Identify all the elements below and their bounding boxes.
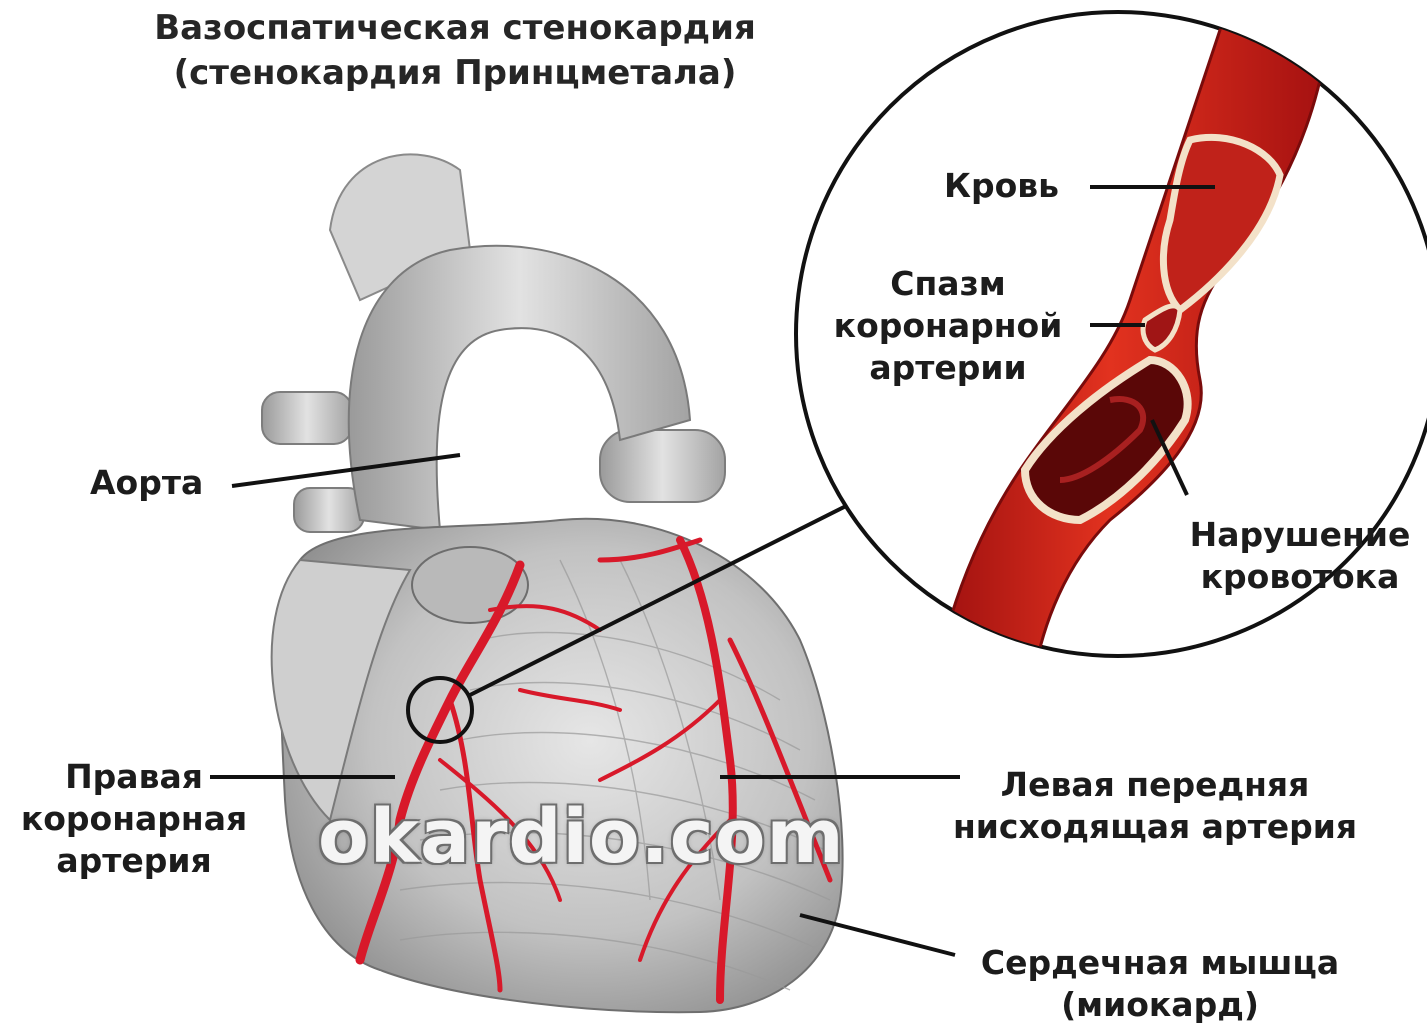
label-coronary-spasm: Спазм коронарной артерии [818, 263, 1078, 389]
diagram-title: Вазоспатическая стенокардия (стенокардия… [0, 6, 910, 96]
watermark-text: okardio.com [318, 794, 845, 880]
label-right-coronary-artery: Правая коронарная артерия [4, 756, 264, 882]
label-blood-text: Кровь [944, 165, 1059, 207]
label-spasm-line-2: коронарной [818, 305, 1078, 347]
label-right-coronary-line-1: Правая [4, 756, 264, 798]
label-myocardium-line-1: Сердечная мышца [955, 942, 1365, 984]
label-myocardium-line-2: (миокард) [955, 984, 1365, 1026]
label-aorta: Аорта [90, 462, 203, 504]
label-aorta-text: Аорта [90, 462, 203, 504]
label-blood-flow-disruption: Нарушение кровотока [1180, 514, 1420, 598]
title-line-1: Вазоспатическая стенокардия [0, 6, 910, 51]
title-line-2: (стенокардия Принцметала) [0, 51, 910, 96]
label-blood: Кровь [944, 165, 1059, 207]
label-lad-line-2: нисходящая артерия [935, 806, 1375, 848]
label-right-coronary-line-2: коронарная [4, 798, 264, 840]
label-left-anterior-descending-artery: Левая передняя нисходящая артерия [935, 764, 1375, 848]
label-flow-line-2: кровотока [1180, 556, 1420, 598]
label-spasm-line-1: Спазм [818, 263, 1078, 305]
label-myocardium: Сердечная мышца (миокард) [955, 942, 1365, 1026]
label-right-coronary-line-3: артерия [4, 840, 264, 882]
label-lad-line-1: Левая передняя [935, 764, 1375, 806]
label-spasm-line-3: артерии [818, 347, 1078, 389]
label-flow-line-1: Нарушение [1180, 514, 1420, 556]
